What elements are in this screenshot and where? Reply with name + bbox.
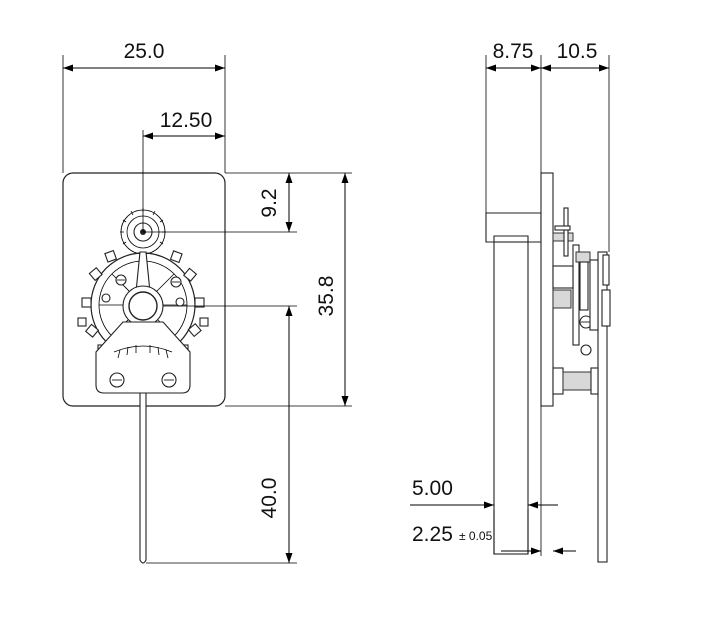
side-view: [485, 172, 611, 563]
front-view: [62, 130, 226, 564]
dim-side-a: 8.75: [493, 40, 534, 63]
dim-dial-thickness: 2.25: [412, 523, 453, 546]
main-wheel: [77, 249, 209, 358]
dim-plate-height: 35.8: [315, 276, 338, 317]
dim-hand-length: 40.0: [258, 478, 281, 519]
front-dimensions: 25.0 12.50 9.2 35.8 40.0: [62, 40, 352, 564]
dim-center-offset: 12.50: [160, 109, 213, 132]
index-foot: [95, 321, 191, 394]
hand-pointer: [139, 392, 147, 564]
center-hub: [122, 285, 164, 327]
side-top-arm: [485, 212, 542, 243]
dim-plate-thickness: 5.00: [412, 477, 453, 500]
dim-top-to-pivot: 9.2: [258, 188, 281, 217]
side-dimensions: 8.75 10.5 5.00 2.25 ± 0.05: [410, 40, 610, 556]
side-mechanism: [552, 207, 611, 395]
dim-side-b: 10.5: [557, 40, 598, 63]
side-main-plate: [493, 241, 529, 555]
dim-width: 25.0: [124, 40, 165, 63]
side-back-plate: [540, 172, 554, 407]
side-dial-plate: [597, 251, 608, 563]
dim-dial-tolerance: ± 0.05: [459, 529, 493, 543]
